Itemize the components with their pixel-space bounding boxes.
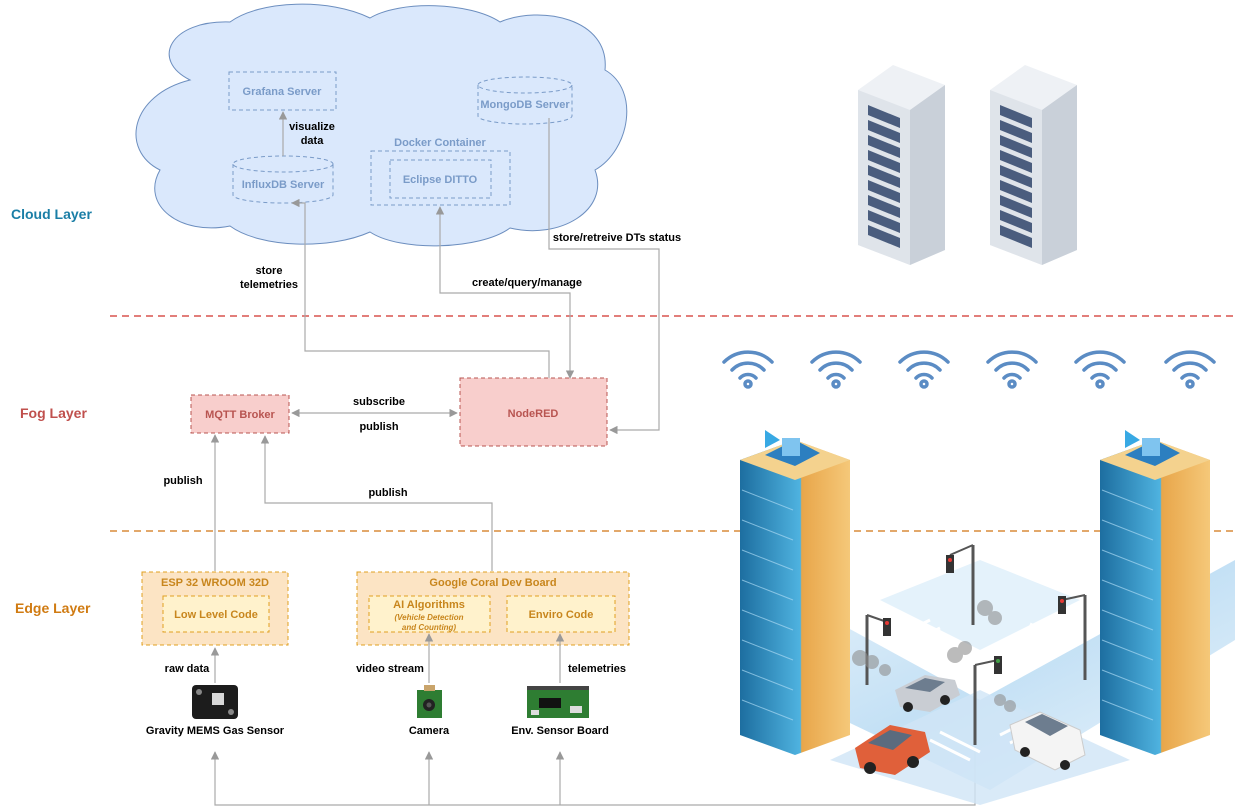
cloud-layer-label: Cloud Layer <box>11 206 92 222</box>
esp32-label: ESP 32 WROOM 32D <box>161 577 269 589</box>
traffic-light-icon <box>973 656 1002 745</box>
gas-sensor-label: Gravity MEMS Gas Sensor <box>146 725 285 737</box>
publish-fog-label: publish <box>359 421 398 433</box>
server-rack-icon <box>990 65 1077 265</box>
env-board-icon <box>527 686 589 718</box>
ai-algorithms-box <box>368 595 491 633</box>
mqtt-broker-label: MQTT Broker <box>205 409 275 421</box>
low-level-code-box <box>162 595 270 633</box>
store-label-1: store <box>256 265 283 277</box>
store-retrieve-line <box>548 118 660 435</box>
grafana-label: Grafana Server <box>243 86 323 98</box>
wifi-icon <box>898 350 950 389</box>
raw-data-label: raw data <box>165 663 211 675</box>
ai-algorithms-label: AI Algorithms <box>393 599 465 611</box>
smart-building-icon <box>1100 430 1210 755</box>
eclipse-ditto-label: Eclipse DITTO <box>403 174 478 186</box>
subscribe-label: subscribe <box>353 396 405 408</box>
ai-sub-label-2: and Counting) <box>402 623 457 632</box>
traffic-light-icon <box>865 614 891 685</box>
visualize-label-2: data <box>301 135 325 147</box>
enviro-code-label: Enviro Code <box>529 609 594 621</box>
edge-layer-label: Edge Layer <box>15 600 91 616</box>
docker-container-box <box>370 150 511 206</box>
wifi-icon <box>810 350 862 389</box>
influxdb-label: InfluxDB Server <box>242 179 325 191</box>
coral-publish-line <box>260 435 493 571</box>
server-rack-icon <box>858 65 945 265</box>
grafana-server-box <box>228 71 337 111</box>
docker-container-label: Docker Container <box>394 137 486 149</box>
enviro-code-box <box>506 595 616 633</box>
mqtt-broker-box <box>190 394 290 434</box>
create-query-label: create/query/manage <box>472 277 582 289</box>
camera-icon <box>417 685 442 718</box>
smart-building-icon <box>740 430 850 755</box>
fog-layer-label: Fog Layer <box>20 405 87 421</box>
car-icon <box>855 725 930 775</box>
ai-sub-label-1: (Vehicle Detection <box>394 613 463 622</box>
wifi-icon <box>722 350 774 389</box>
store-retrieve-label: store/retreive DTs status <box>553 232 681 244</box>
camera-label: Camera <box>409 725 450 737</box>
cloud-shape <box>135 3 628 247</box>
smoke-icon <box>852 600 1016 712</box>
wifi-icon <box>1164 350 1216 389</box>
mongodb-label: MongoDB Server <box>480 99 570 111</box>
store-label-2: telemetries <box>240 279 298 291</box>
car-icon <box>895 675 960 712</box>
publish-esp-label: publish <box>163 475 202 487</box>
video-stream-label: video stream <box>356 663 424 675</box>
wifi-icon <box>1074 350 1126 389</box>
nodered-label: NodeRED <box>508 408 559 420</box>
create-query-line <box>435 206 575 379</box>
traffic-light-icon <box>1058 594 1087 680</box>
car-icon <box>1009 711 1086 771</box>
wifi-icon <box>986 350 1038 389</box>
telemetries-label: telemetries <box>568 663 626 675</box>
coral-label: Google Coral Dev Board <box>429 577 556 589</box>
visualize-label-1: visualize <box>289 121 335 133</box>
traffic-light-icon <box>946 544 975 625</box>
env-board-label: Env. Sensor Board <box>511 725 609 737</box>
publish-coral-label: publish <box>368 487 407 499</box>
gas-sensor-icon <box>192 685 238 719</box>
eclipse-ditto-box <box>389 159 492 199</box>
low-level-code-label: Low Level Code <box>174 609 258 621</box>
mongodb-cylinder <box>477 76 573 125</box>
